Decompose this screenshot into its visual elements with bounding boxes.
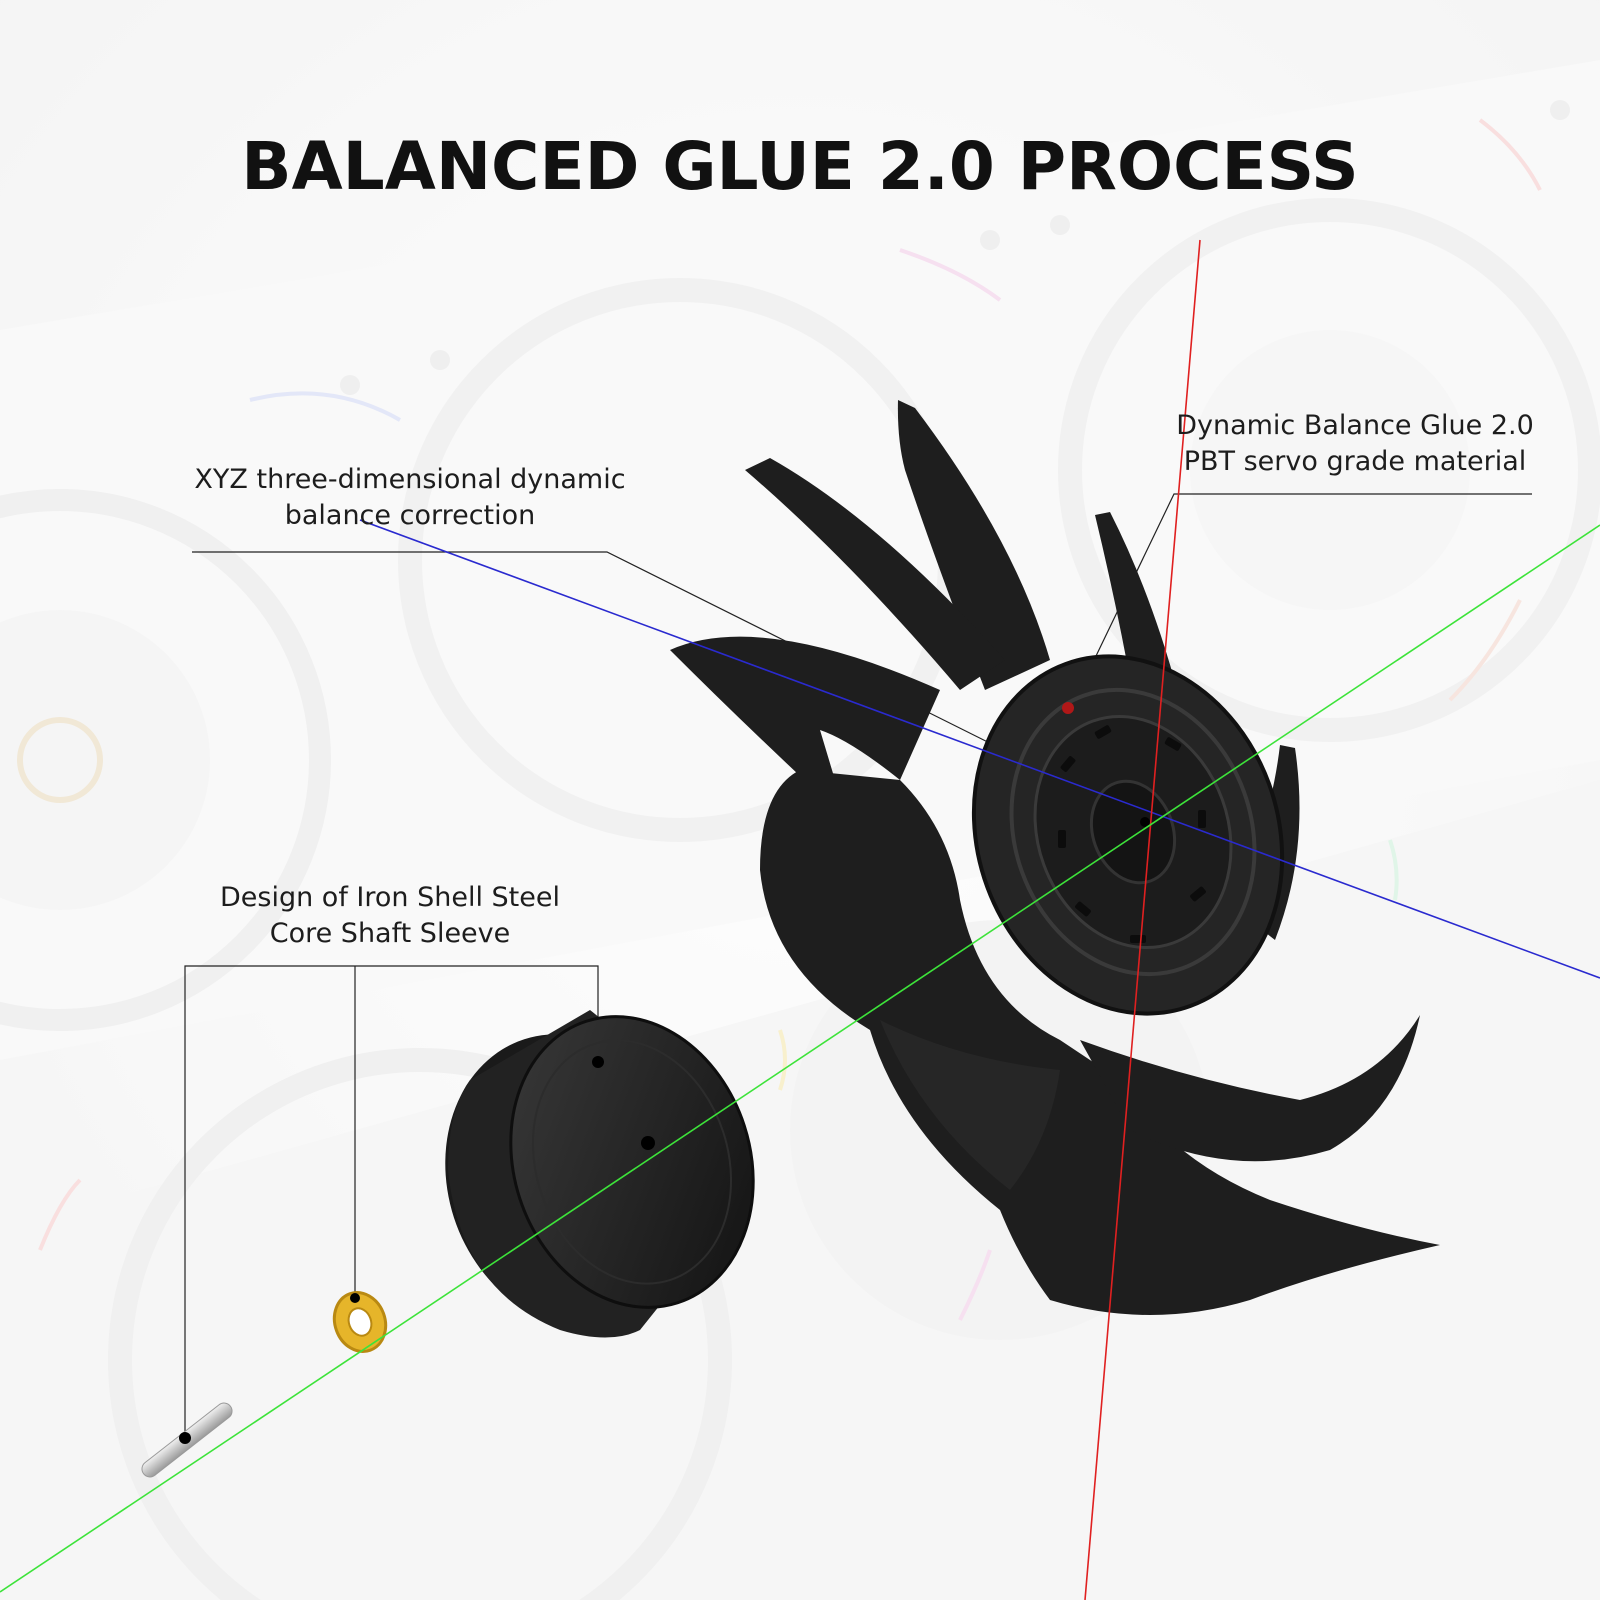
callout-glue-line2: PBT servo grade material [1183, 446, 1527, 477]
bearing-ring-icon [332, 1291, 388, 1353]
callout-shaft-line1: Design of Iron Shell Steel [220, 882, 560, 913]
motor-cap-icon [445, 1010, 755, 1338]
callout-xyz-line2: balance correction [284, 500, 536, 531]
fan-hub [971, 654, 1285, 1016]
steel-shaft-icon [141, 1402, 233, 1478]
page-title: BALANCED GLUE 2.0 PROCESS [241, 128, 1359, 205]
fan-impeller-icon [670, 400, 1440, 1315]
callout-leader-lines [184, 493, 1532, 1438]
xyz-axis-lines [0, 239, 1600, 1600]
callout-balance-glue: Dynamic Balance Glue 2.0 PBT servo grade… [1150, 408, 1560, 480]
axis-x-line [359, 519, 1600, 979]
callout-shaft-sleeve: Design of Iron Shell Steel Core Shaft Sl… [190, 880, 590, 952]
callout-xyz-balance: XYZ three-dimensional dynamic balance co… [170, 462, 650, 534]
callout-shaft-line2: Core Shaft Sleeve [269, 918, 511, 949]
callout-glue-line1: Dynamic Balance Glue 2.0 [1176, 410, 1534, 441]
callout-xyz-line1: XYZ three-dimensional dynamic [194, 464, 626, 495]
axis-y-line [1084, 239, 1201, 1600]
axis-z-line [0, 524, 1600, 1593]
